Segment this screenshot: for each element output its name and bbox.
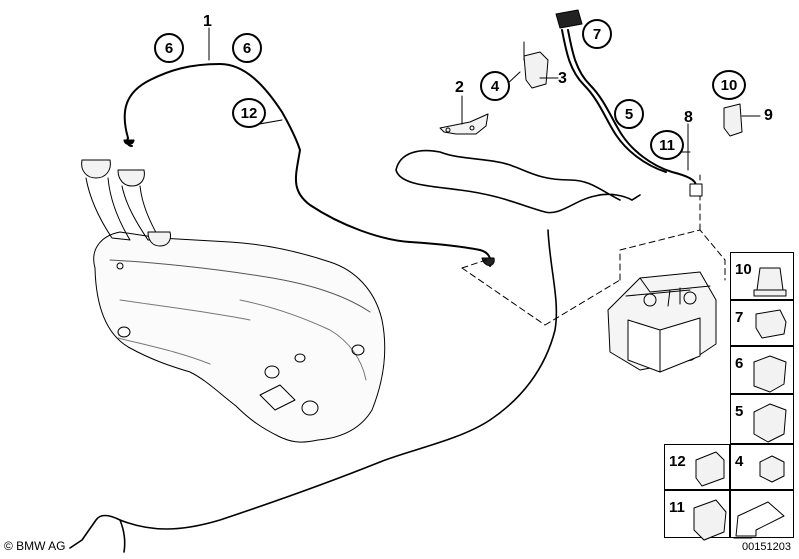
callout-7: 7: [582, 19, 612, 49]
callout-6-right: 6: [232, 33, 262, 63]
legend-number-6: 6: [735, 355, 744, 372]
callout-4: 4: [480, 71, 510, 101]
legend-number-10: 10: [735, 261, 752, 278]
callout-3: 3: [558, 70, 567, 87]
part-9: [723, 103, 743, 137]
legend-number-7: 7: [735, 309, 744, 326]
callout-2: 2: [455, 79, 464, 96]
fuel-tank: [81, 159, 386, 443]
callout-12: 12: [232, 98, 266, 128]
legend-number-12: 12: [669, 453, 686, 470]
bracket-2: [439, 113, 489, 135]
legend-cell-7: 7: [730, 300, 794, 346]
callout-5: 5: [614, 99, 644, 129]
copyright-label: © BMW AG: [4, 539, 66, 553]
vent-line-end-1: [123, 139, 135, 145]
fuel-feed-line: [69, 149, 641, 553]
legend-number-4: 4: [735, 453, 744, 470]
legend-cell-6: 6: [730, 346, 794, 394]
legend-number-5: 5: [735, 403, 744, 420]
legend-cell-4: 4: [730, 444, 794, 490]
vent-hose-end: [689, 183, 703, 197]
holder-3: [523, 41, 549, 89]
legend-cell-arrow: [730, 490, 794, 538]
vent-line-1: [123, 63, 492, 267]
vent-hose-top-cap: [555, 9, 583, 29]
legend-cell-5: 5: [730, 394, 794, 444]
diagram-id: 00151203: [742, 541, 791, 553]
legend-cell-10: 10: [730, 252, 794, 300]
legend-number-11: 11: [669, 499, 685, 516]
callout-1: 1: [203, 13, 212, 30]
legend-cell-12: 12: [664, 444, 730, 490]
carbon-canister: [607, 271, 717, 373]
legend-cell-11: 11: [664, 490, 730, 538]
vent-hose-right: [561, 29, 697, 187]
vent-line-end-2: [481, 257, 495, 266]
callout-6-left: 6: [154, 33, 184, 63]
callout-8: 8: [684, 109, 693, 126]
callout-11: 11: [650, 130, 684, 160]
callout-10: 10: [712, 70, 746, 100]
callout-9: 9: [764, 107, 773, 124]
